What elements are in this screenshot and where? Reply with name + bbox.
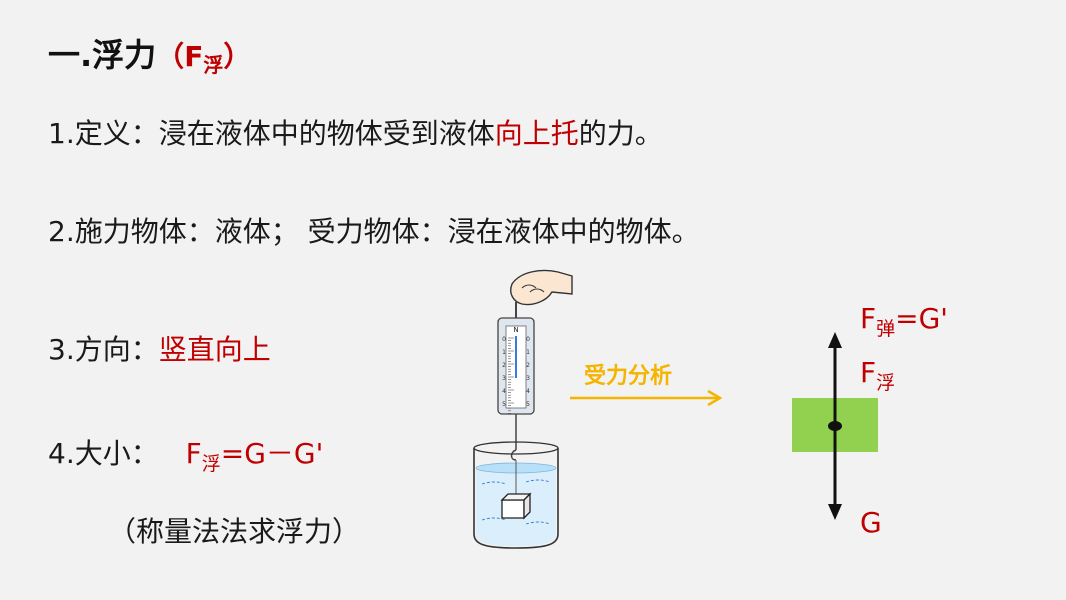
center-point bbox=[828, 421, 842, 431]
scale-tick-label: 0 bbox=[526, 336, 530, 343]
scale-ticks: 0 0 1 1 2 2 3 3 4 4 5 5 bbox=[502, 336, 530, 414]
title-main: 一.浮力 bbox=[48, 36, 157, 74]
scale-tick-label: 5 bbox=[502, 401, 506, 408]
page-title: 一.浮力（F浮） bbox=[48, 30, 251, 78]
method-note: （称量法法求浮力） bbox=[108, 515, 361, 548]
hand-icon bbox=[510, 269, 573, 318]
title-symbol: （F浮） bbox=[156, 40, 252, 77]
force-analysis-label: 受力分析 bbox=[584, 364, 673, 389]
scale-tick-label: 0 bbox=[502, 336, 506, 343]
scale-tick-label: 1 bbox=[526, 349, 530, 356]
magnitude-line: 4.大小： F浮=G－G' bbox=[48, 437, 324, 475]
buoyancy-formula: F浮=G－G' bbox=[185, 437, 324, 475]
scale-tick-label: 4 bbox=[502, 388, 506, 395]
analysis-arrow-icon bbox=[570, 389, 723, 407]
spring-force-label: F弹=G' bbox=[860, 302, 948, 340]
scale-tick-label: 1 bbox=[502, 349, 506, 356]
scale-tick-label: 4 bbox=[526, 388, 530, 395]
gravity-label: G bbox=[860, 506, 882, 539]
scale-tick-label: 3 bbox=[526, 375, 530, 382]
beaker-icon bbox=[473, 441, 559, 549]
spring-scale-illustration: N 0 0 1 1 2 2 3 3 4 4 5 5 bbox=[473, 269, 573, 549]
scale-unit-label: N bbox=[513, 326, 518, 334]
scale-tick-label: 2 bbox=[502, 362, 506, 369]
definition-line: 1.定义：浸在液体中的物体受到液体向上托的力。 bbox=[48, 117, 663, 150]
scale-tick-label: 5 bbox=[526, 401, 530, 408]
definition-highlight: 向上托 bbox=[494, 117, 579, 150]
direction-line: 3.方向：竖直向上 bbox=[48, 333, 271, 366]
up-arrow-head-icon bbox=[828, 332, 842, 348]
buoyancy-force-label: F浮 bbox=[860, 356, 896, 394]
scale-tick-label: 3 bbox=[502, 375, 506, 382]
direction-highlight: 竖直向上 bbox=[158, 333, 271, 366]
force-diagram bbox=[792, 332, 878, 520]
down-arrow-head-icon bbox=[828, 504, 842, 520]
spring-scale-icon: N 0 0 1 1 2 2 3 3 4 4 5 5 bbox=[497, 317, 535, 461]
objects-line: 2.施力物体：液体； 受力物体：浸在液体中的物体。 bbox=[48, 215, 700, 248]
scale-tick-label: 2 bbox=[526, 362, 530, 369]
